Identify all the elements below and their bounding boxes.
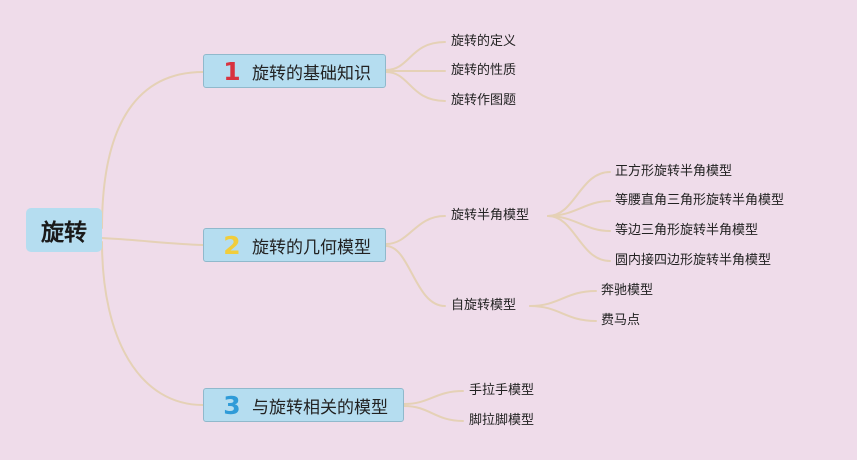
number-badge-3: 3 bbox=[223, 390, 241, 420]
leaf-node[interactable]: 费马点 bbox=[601, 313, 641, 328]
branch-node-3[interactable]: 3 与旋转相关的模型 bbox=[203, 388, 404, 422]
connector-g1-leaf-1 bbox=[547, 171, 611, 217]
leaf-node[interactable]: 等边三角形旋转半角模型 bbox=[615, 223, 759, 238]
connector-g2-leaf-1 bbox=[529, 290, 597, 307]
leaf-node[interactable]: 圆内接四边形旋转半角模型 bbox=[615, 253, 772, 268]
connector-g2-leaf-2 bbox=[529, 305, 597, 322]
leaf-node[interactable]: 旋转的性质 bbox=[451, 63, 517, 78]
connector-b1-leaf-1 bbox=[385, 41, 446, 71]
connector-b3-leaf-2 bbox=[403, 405, 464, 422]
leaf-node[interactable]: 正方形旋转半角模型 bbox=[615, 164, 733, 179]
connector-b1-leaf-3 bbox=[385, 71, 446, 102]
connector-b2-group-2 bbox=[385, 245, 446, 307]
leaf-node[interactable]: 旋转的定义 bbox=[451, 34, 517, 49]
connector-root-branch-1 bbox=[101, 71, 204, 229]
leaf-node[interactable]: 奔驰模型 bbox=[601, 283, 654, 298]
branch-node-1[interactable]: 1 旋转的基础知识 bbox=[203, 54, 386, 88]
branch-label-2: 旋转的几何模型 bbox=[252, 237, 371, 258]
number-badge-1: 1 bbox=[223, 56, 241, 86]
leaf-node[interactable]: 旋转作图题 bbox=[451, 93, 517, 108]
branch-node-2[interactable]: 2 旋转的几何模型 bbox=[203, 228, 386, 262]
number-badge-2: 2 bbox=[223, 230, 241, 260]
group-node-1[interactable]: 旋转半角模型 bbox=[451, 208, 530, 223]
root-node[interactable]: 旋转 bbox=[26, 208, 102, 252]
connector-b2-group-1 bbox=[385, 215, 446, 245]
leaf-node[interactable]: 手拉手模型 bbox=[469, 383, 535, 398]
connector-b3-leaf-1 bbox=[403, 390, 464, 405]
branch-label-3: 与旋转相关的模型 bbox=[252, 397, 388, 418]
leaf-node[interactable]: 等腰直角三角形旋转半角模型 bbox=[615, 193, 785, 208]
connector-root-branch-3 bbox=[101, 241, 204, 406]
connector-g1-leaf-4 bbox=[547, 215, 611, 262]
leaf-node[interactable]: 脚拉脚模型 bbox=[469, 413, 535, 428]
group-node-2[interactable]: 自旋转模型 bbox=[451, 298, 517, 313]
connector-root-branch-2 bbox=[101, 237, 204, 246]
branch-label-1: 旋转的基础知识 bbox=[252, 63, 371, 84]
